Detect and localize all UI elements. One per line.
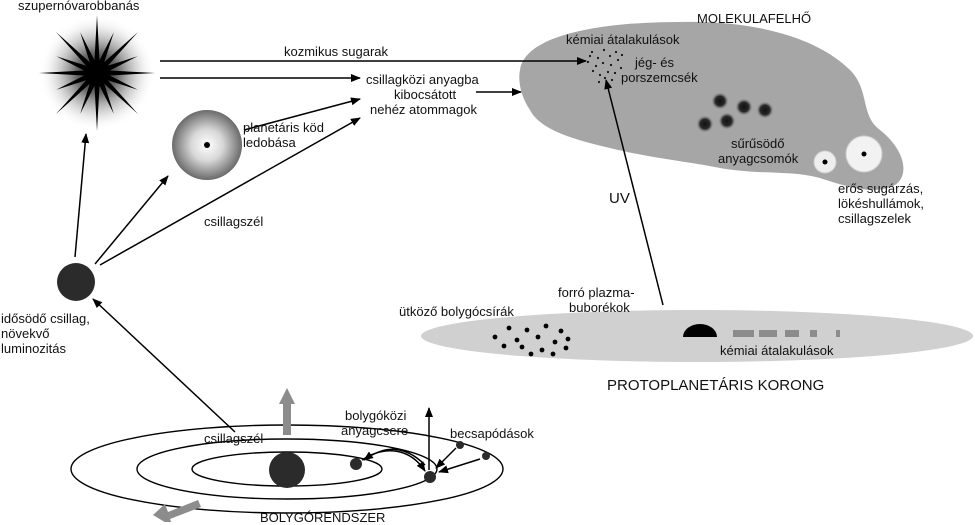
label-rad-line1: erős sugárzás, (838, 181, 924, 196)
dust-speck (597, 80, 601, 84)
arrow-uv (604, 79, 664, 306)
dust-speck (588, 54, 592, 58)
arrow-exchange-left (363, 448, 426, 466)
label-nebula-line1: planetáris köd (243, 120, 324, 135)
gray-arrow-down-left (153, 500, 201, 522)
dust-speck (602, 48, 606, 52)
plasma-bubble (683, 324, 717, 337)
label-nebula-line2: ledobása (243, 135, 296, 150)
label-planetary-nebula: planetáris köd ledobása (243, 120, 324, 150)
planetesimal (558, 328, 564, 334)
label-ice-dust: jég- és porszemcsék (621, 55, 698, 85)
planetesimal (535, 334, 541, 340)
dust-speck (606, 70, 610, 74)
label-ejected-line1: csillagközi anyagba (366, 72, 479, 87)
planetesimal (552, 339, 558, 345)
label-ice-line2: porszemcsék (621, 70, 698, 85)
label-dense-line2: anyagcsomók (718, 151, 799, 166)
planetesimal (524, 327, 530, 333)
planetesimal (565, 336, 571, 342)
dust-speck (601, 61, 605, 65)
arrow-impact-1 (435, 447, 457, 469)
arrow-nebula-to-ism (243, 97, 361, 131)
dust-speck (616, 58, 620, 62)
label-planetary-system: BOLYGÓRENDSZER (260, 510, 386, 525)
gray-arrow-up (279, 388, 295, 435)
dust-speck (619, 66, 623, 70)
label-uv: UV (609, 190, 630, 207)
arrow-impact-2 (438, 458, 481, 474)
label-interplanetary-exchange: bolygóközi anyagcsere (341, 408, 408, 438)
dust-speck (596, 56, 600, 60)
label-dense-line1: sűrűsödő (731, 136, 785, 151)
supernova-burst (39, 15, 155, 131)
label-plasma-line1: forró plazma- (558, 285, 635, 300)
label-ejected-line3: nehéz atommagok (370, 102, 477, 117)
label-dense-cores: sűrűsödő anyagcsomók (718, 136, 798, 166)
dust-speck (608, 54, 612, 58)
planetesimals (492, 323, 571, 357)
molecular-cloud (519, 21, 904, 190)
dust-speck (591, 69, 595, 73)
planetesimal (514, 337, 520, 343)
planetesimal (519, 344, 525, 350)
arrow-star-to-supernova (74, 133, 90, 258)
label-aging-line1: idősödő csillag, (1, 311, 90, 326)
chemical-dashes (733, 330, 840, 337)
planetesimal (492, 334, 498, 340)
dust-speck (613, 71, 617, 75)
label-colliding-planetesimals: ütköző bolygócsírák (399, 304, 514, 319)
planetesimal (506, 325, 512, 331)
label-molecular-cloud: MOLEKULAFELHŐ (697, 11, 812, 26)
label-ejected-nuclei: csillagközi anyagba kibocsátott nehéz at… (366, 72, 479, 117)
label-chem-changes-disk: kémiai átalakulások (720, 343, 834, 358)
dust-speck (594, 64, 598, 68)
planet-inner (350, 458, 362, 470)
planetesimal (539, 347, 545, 353)
label-stellar-wind-upper: csillagszél (204, 214, 264, 229)
label-aging-line2: növekvő (1, 326, 50, 341)
planetesimal (563, 345, 569, 351)
planetesimal (528, 351, 534, 357)
dust-speck (610, 78, 614, 82)
label-aging-line3: luminozitás (1, 341, 67, 356)
label-exchange-line1: bolygóközi (345, 408, 407, 423)
impactor-2 (482, 452, 490, 460)
aging-star (57, 263, 95, 301)
dust-speck (586, 60, 590, 64)
label-exchange-line2: anyagcsere (341, 423, 409, 438)
label-cosmic-rays: kozmikus sugarak (284, 44, 389, 59)
label-supernova: szupernóvarobbanás (18, 0, 140, 13)
label-protoplanetary-disk: PROTOPLANETÁRIS KORONG (607, 377, 825, 394)
dust-speck (620, 53, 624, 57)
planetesimal (501, 343, 507, 349)
label-rad-line3: csillagszelek (838, 211, 911, 226)
dust-speck (590, 50, 594, 54)
dust-speck (598, 73, 602, 77)
impactor-1 (456, 441, 464, 449)
label-strong-radiation: erős sugárzás, lökéshullámok, csillagsze… (838, 181, 924, 226)
planetesimal (550, 351, 556, 357)
label-aging-star: idősödő csillag, növekvő luminozitás (1, 311, 90, 356)
label-rad-line2: lökéshullámok, (838, 196, 924, 211)
central-star (269, 452, 305, 488)
label-ice-line1: jég- és (635, 55, 675, 70)
planet-outer (424, 471, 436, 483)
arrow-star-to-nebula (94, 175, 169, 265)
label-ejected-line2: kibocsátott (394, 87, 457, 102)
young-stars-in-cloud (813, 135, 883, 174)
label-chem-changes-cloud: kémiai átalakulások (566, 32, 680, 47)
arrow-wind-to-ism (99, 117, 361, 266)
label-stellar-wind-lower: csillagszél (204, 431, 264, 446)
dust-speck (614, 50, 618, 54)
dense-cores (696, 92, 774, 133)
arrow-wind-to-star (92, 298, 236, 433)
planetesimal (543, 323, 549, 329)
dust-speck (603, 76, 607, 80)
label-plasma-line2: buborékok (569, 300, 630, 315)
dust-speck (609, 63, 613, 67)
label-plasma-bubbles: forró plazma- buborékok (558, 285, 635, 315)
label-impacts: becsapódások (450, 426, 534, 441)
